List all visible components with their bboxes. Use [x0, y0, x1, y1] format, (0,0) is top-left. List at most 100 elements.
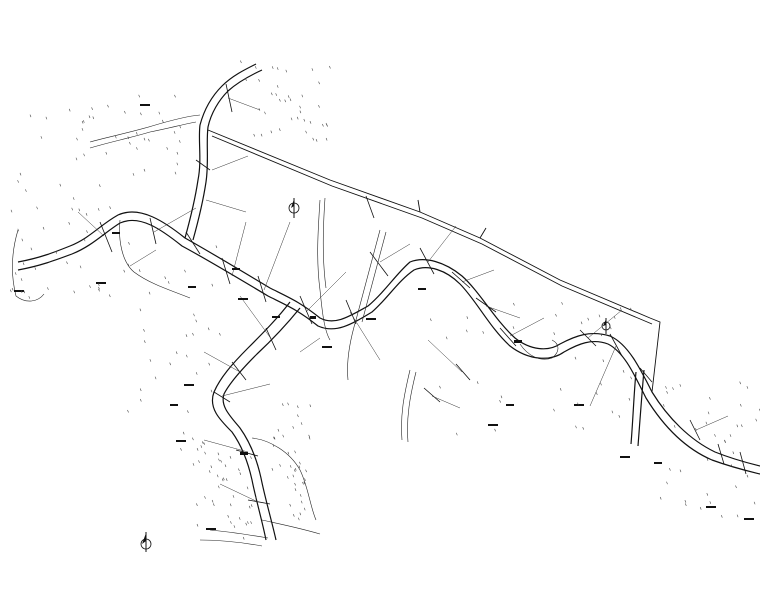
terrain-tick — [613, 316, 616, 319]
terrain-tick — [284, 99, 286, 103]
terrain-tick — [289, 98, 292, 102]
terrain-tick — [245, 522, 247, 526]
terrain-tick — [187, 410, 189, 414]
terrain-tick — [707, 411, 710, 415]
terrain-tick — [30, 247, 33, 251]
terrain-tick — [136, 131, 138, 135]
terrain-tick — [247, 521, 249, 524]
terrain-tick — [596, 392, 598, 396]
terrain-tick — [309, 120, 312, 124]
terrain-tick — [250, 521, 252, 524]
terrain-tick — [179, 125, 181, 129]
terrain-tick — [230, 521, 232, 524]
terrain-tick — [299, 110, 302, 114]
terrain-tick — [308, 436, 311, 440]
terrain-tick — [211, 283, 214, 287]
terrain-tick — [297, 405, 299, 409]
terrain-tick — [553, 408, 555, 412]
terrain-tick — [45, 116, 48, 120]
terrain-tick — [196, 447, 199, 451]
terrain-tick — [138, 94, 140, 98]
terrain-tick — [430, 318, 432, 322]
terrain-tick — [255, 66, 257, 69]
terrain-tick — [98, 283, 100, 287]
terrain-tick — [499, 399, 501, 403]
terrain-tick — [115, 135, 117, 139]
terrain-tick — [279, 128, 281, 132]
terrain-tick — [300, 422, 303, 425]
terrain-tick — [28, 296, 31, 299]
terrain-tick — [220, 459, 222, 463]
terrain-tick — [83, 153, 85, 157]
terrain-tick — [679, 469, 682, 473]
terrain-tick — [500, 395, 503, 399]
terrain-tick — [302, 481, 304, 485]
terrain-tick — [494, 428, 496, 432]
terrain-tick — [167, 281, 170, 284]
terrain-tick — [315, 138, 318, 142]
terrain-tick — [298, 517, 300, 521]
terrain-tick — [238, 517, 241, 520]
terrain-tick — [109, 206, 111, 210]
terrain-tick — [218, 485, 220, 489]
terrain-tick — [174, 94, 176, 98]
terrain-tick — [512, 326, 515, 329]
terrain-tick — [264, 111, 266, 115]
terrain-tick — [198, 460, 200, 463]
terrain-tick — [260, 133, 263, 137]
terrain-tick — [175, 351, 178, 355]
terrain-tick — [293, 513, 295, 517]
terrain-tick — [124, 110, 126, 114]
terrain-tick — [456, 432, 458, 436]
terrain-tick — [174, 171, 177, 175]
terrain-tick — [311, 68, 314, 71]
terrain-tick — [672, 387, 674, 390]
terrain-tick — [86, 230, 88, 234]
terrain-tick — [81, 120, 84, 124]
terrain-tick — [618, 414, 621, 418]
terrain-tick — [238, 468, 240, 472]
terrain-tick — [14, 272, 17, 275]
terrain-tick — [143, 328, 145, 332]
terrain-tick — [20, 278, 23, 281]
terrain-tick — [227, 514, 229, 518]
terrain-tick — [600, 382, 602, 386]
terrain-tick — [132, 173, 135, 176]
terrain-tick — [129, 141, 131, 145]
terrain-tick — [89, 285, 91, 288]
terrain-tick — [193, 313, 195, 317]
terrain-tick — [242, 536, 245, 540]
terrain-tick — [309, 404, 312, 408]
terrain-tick — [659, 496, 662, 500]
terrain-tick — [219, 332, 221, 336]
terrain-tick — [127, 136, 130, 140]
terrain-tick — [196, 523, 199, 527]
leader-lines — [77, 97, 729, 503]
terrain-tick — [184, 269, 186, 273]
label-blocks — [14, 104, 754, 530]
terrain-tick — [10, 289, 12, 293]
terrain-tick — [148, 138, 150, 142]
terrain-tick — [298, 465, 301, 469]
terrain-tick — [294, 482, 296, 486]
terrain-tick — [706, 458, 709, 461]
terrain-tick — [553, 332, 555, 336]
terrain-tick — [630, 307, 632, 311]
terrain-tick — [79, 265, 82, 269]
terrain-tick — [164, 276, 166, 280]
terrain-tick — [296, 116, 299, 120]
terrain-tick — [248, 505, 251, 509]
terrain-tick — [98, 286, 100, 290]
terrain-tick — [185, 334, 188, 338]
terrain-tick — [240, 60, 242, 64]
terrain-tick — [577, 402, 579, 406]
terrain-tick — [208, 362, 210, 366]
north-arrow-icon — [288, 198, 300, 218]
terrain-tick — [75, 157, 78, 161]
terrain-tick — [176, 162, 179, 166]
terrain-tick — [587, 317, 589, 321]
terrain-tick — [290, 117, 293, 121]
terrain-tick — [292, 426, 294, 429]
terrain-tick — [17, 180, 19, 183]
terrain-tick — [158, 111, 161, 115]
